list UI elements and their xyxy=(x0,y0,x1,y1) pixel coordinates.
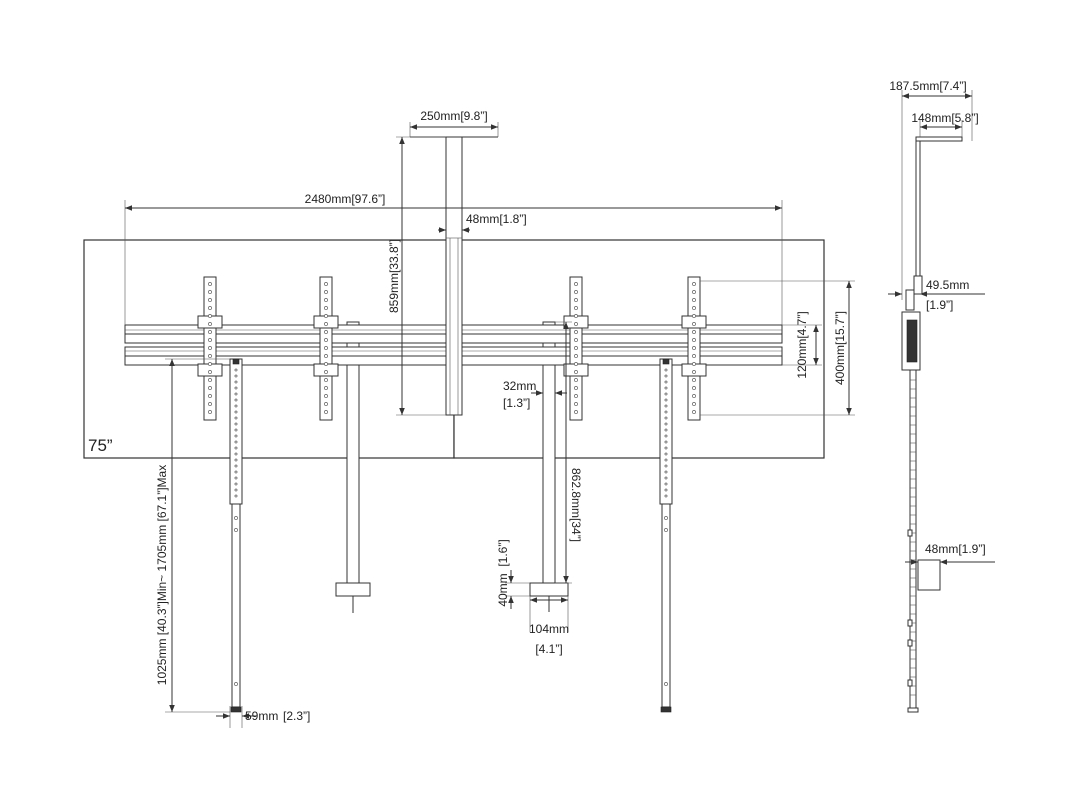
side-top-depth-label: 148mm[5.8”] xyxy=(911,111,978,125)
foot-width-imperial: [2.3”] xyxy=(283,709,310,723)
leg-cap xyxy=(662,358,670,365)
clamp-height-value: 40mm xyxy=(496,573,510,606)
vesa-bracket-1 xyxy=(197,276,223,421)
vesa-brackets xyxy=(197,276,707,421)
dimension-lines xyxy=(124,122,855,728)
side-mount-depth-value: 49.5mm xyxy=(926,278,969,292)
clamp-width-imperial: [4.1”] xyxy=(535,642,562,656)
vesa-height-label: 400mm[15.7”] xyxy=(833,311,847,385)
leg-foot xyxy=(660,706,672,713)
side-total-depth-label: 187.5mm[7.4”] xyxy=(889,79,966,93)
leg-foot xyxy=(230,706,242,713)
center-pole-left xyxy=(335,321,371,613)
floor-leg-left xyxy=(229,358,243,713)
column-height-label: 859mm[33.8”] xyxy=(387,239,401,313)
rail-spacing-label: 120mm[4.7”] xyxy=(795,311,809,378)
vesa-bracket-4 xyxy=(681,276,707,421)
clamp-height-imperial: [1.6”] xyxy=(496,539,510,566)
leg-cap xyxy=(232,358,240,365)
leg-lower xyxy=(231,503,241,708)
vesa-bracket-3 xyxy=(563,276,589,421)
leg-height-label: 1025mm [40.3”]Min~ 1705mm [67.1”]Max xyxy=(155,465,169,685)
foot-width-value: 59mm xyxy=(245,709,278,723)
clamp-width-value: 104mm xyxy=(529,622,569,636)
side-mount-spine xyxy=(901,289,941,713)
side-bracket-depth-label: 48mm[1.9”] xyxy=(925,542,986,556)
leg-lower xyxy=(661,503,671,708)
pole-width-value: 32mm xyxy=(503,379,536,393)
floor-leg-right xyxy=(659,358,673,713)
side-view: 187.5mm[7.4”] 148mm[5.8”] 49.5mm [1.9”] … xyxy=(888,79,995,713)
column-width-label: 250mm[9.8”] xyxy=(420,109,487,123)
side-ceiling-mount xyxy=(913,136,963,295)
pole-length-label: 862.8mm[34”] xyxy=(569,468,583,542)
column-gap-label: 48mm[1.8”] xyxy=(466,212,527,226)
front-view: 75” 2480mm[97.6”] 250mm[9.8”] 48mm[1.8”]… xyxy=(83,109,855,728)
vesa-bracket-2 xyxy=(313,276,339,421)
screen-size-label: 75” xyxy=(88,436,113,455)
overall-width-label: 2480mm[97.6”] xyxy=(305,192,386,206)
pole-width-imperial: [1.3”] xyxy=(503,396,530,410)
side-dimension-lines xyxy=(888,90,995,565)
side-mount-depth-imperial: [1.9”] xyxy=(926,298,953,312)
center-pole-right xyxy=(529,321,569,612)
